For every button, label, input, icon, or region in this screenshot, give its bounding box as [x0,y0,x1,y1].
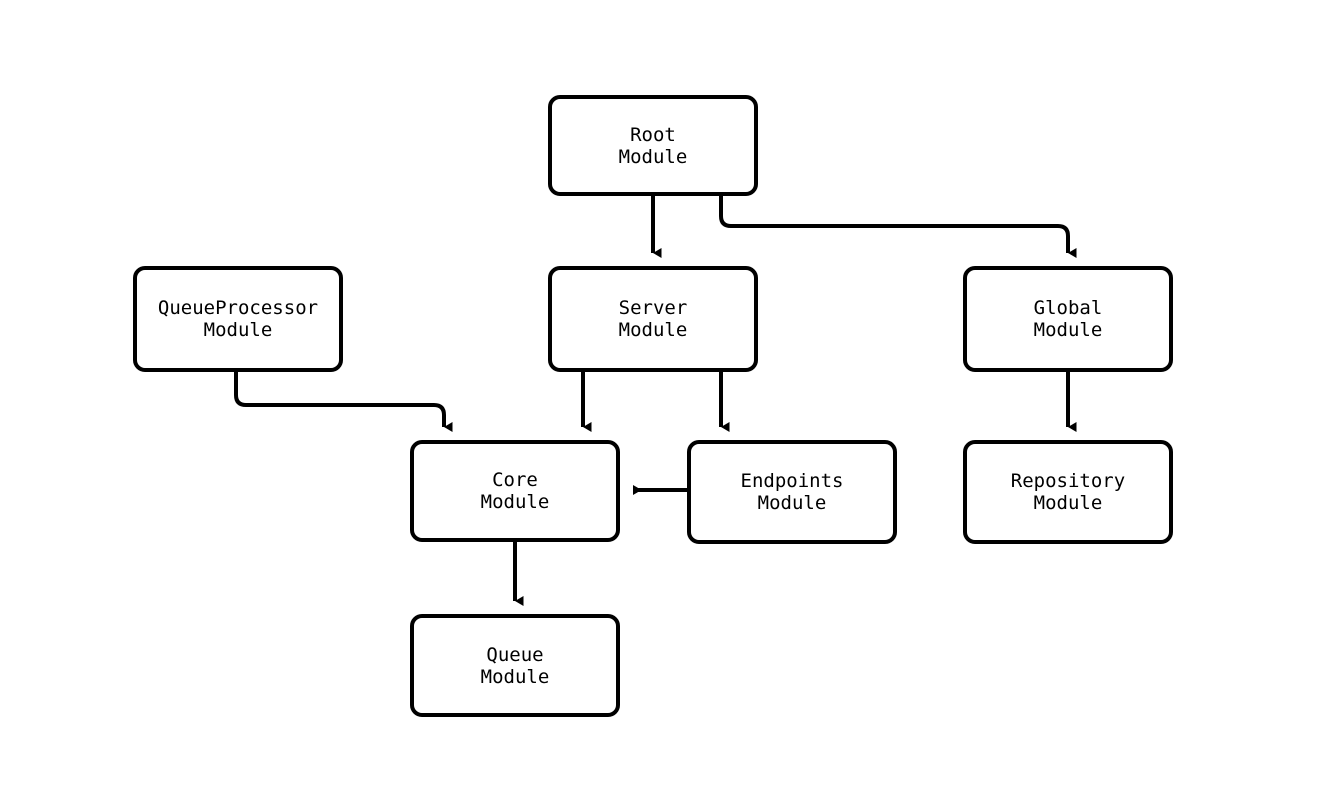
root-module-node[interactable]: Root Module [548,95,758,196]
queueprocessor-module-label: QueueProcessor Module [157,297,319,341]
endpoints-module-label: Endpoints Module [740,470,844,514]
server-module-label: Server Module [618,297,688,341]
endpoints-module-node[interactable]: Endpoints Module [687,440,897,544]
queue-module-label: Queue Module [480,643,550,688]
repository-module-label: Repository Module [1010,470,1126,514]
queueprocessor-module-node[interactable]: QueueProcessor Module [133,266,343,372]
repository-module-node[interactable]: Repository Module [963,440,1173,544]
server-module-node[interactable]: Server Module [548,266,758,372]
global-module-label: Global Module [1033,297,1103,341]
core-module-label: Core Module [480,469,550,513]
global-module-node[interactable]: Global Module [963,266,1173,372]
queue-module-node[interactable]: Queue Module [410,614,620,717]
root-module-label: Root Module [618,123,688,168]
core-module-node[interactable]: Core Module [410,440,620,542]
